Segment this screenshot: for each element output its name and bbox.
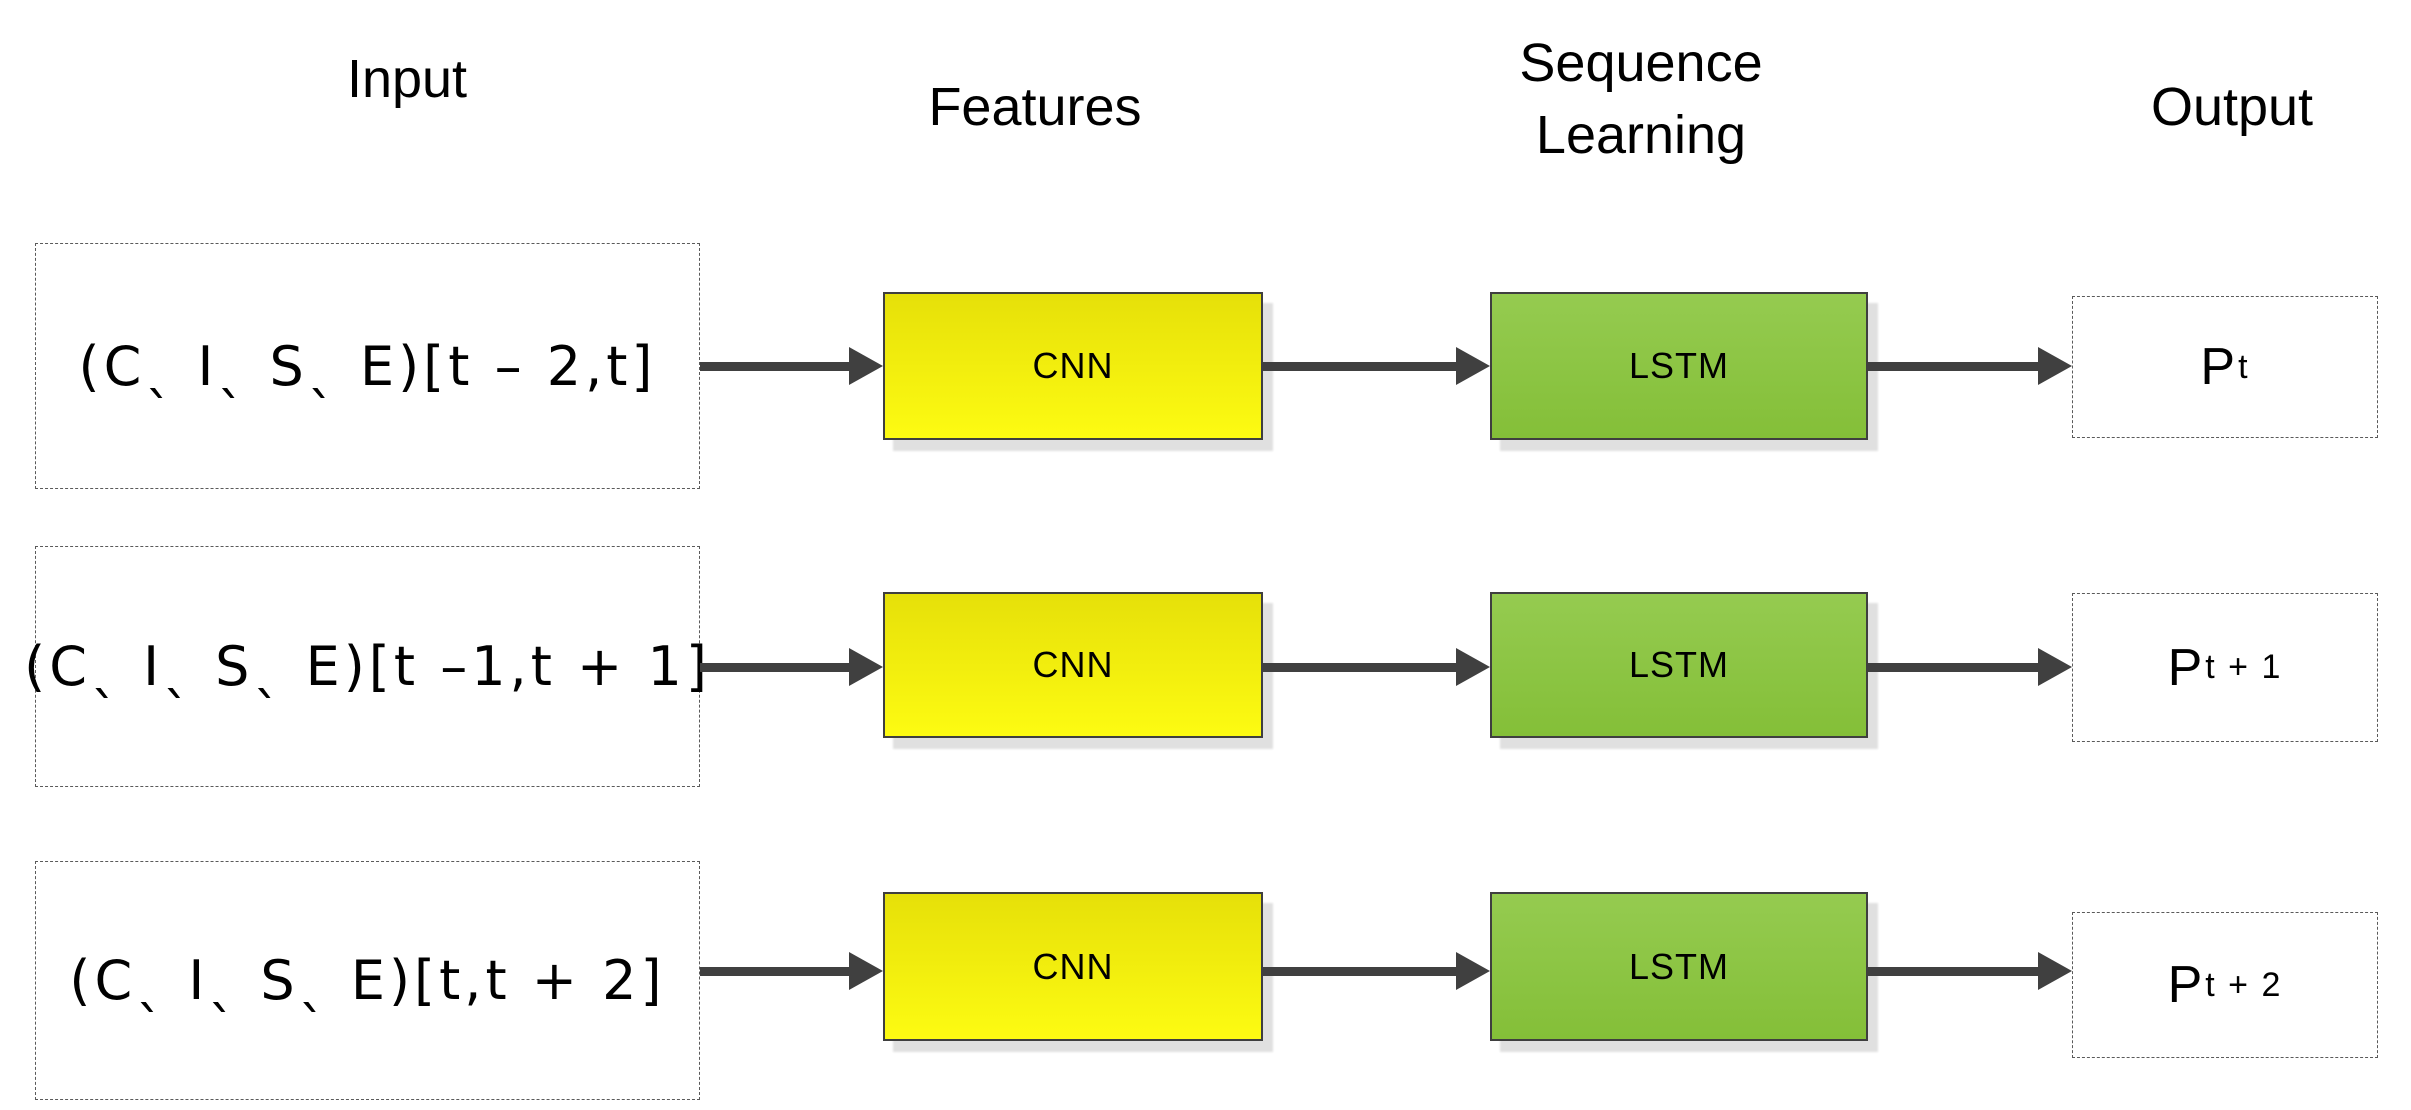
input-box: (Cˎ Iˎ Sˎ E)[t – 2,t] [35,243,700,489]
lstm-label: LSTM [1628,644,1729,685]
arrow-lstm-to-output [1868,648,2072,686]
arrow-input-to-cnn [700,347,883,385]
cnn-box: CNN [883,592,1263,738]
column-header-sequence-learning: Sequence Learning [1519,33,1763,165]
arrow-lstm-to-output [1868,952,2072,990]
input-box: (Cˎ Iˎ Sˎ E)[t –1,t + 1] [24,546,707,787]
output-symbol: P [2200,338,2236,396]
input-label: (Cˎ Iˎ Sˎ E)[t,t + 2] [69,949,666,1012]
output-symbol: P [2167,638,2203,697]
arrow-lstm-to-output [1868,347,2072,385]
column-header-input: Input [346,49,468,109]
output-box: P t + 2 [2072,912,2378,1058]
output-subscript: t + 1 [2205,648,2283,686]
output-box: P t + 1 [2072,593,2378,742]
lstm-label: LSTM [1628,345,1729,386]
lstm-box: LSTM [1490,892,1868,1041]
cnn-label: CNN [1032,345,1114,386]
column-header-features: Features [928,77,1142,137]
cnn-box: CNN [883,892,1263,1041]
output-subscript: t + 2 [2205,965,2283,1004]
arrow-cnn-to-lstm [1263,648,1490,686]
input-label: (Cˎ Iˎ Sˎ E)[t – 2,t] [78,334,657,398]
arrow-cnn-to-lstm [1263,347,1490,385]
input-box: (Cˎ Iˎ Sˎ E)[t,t + 2] [35,861,700,1100]
arrow-cnn-to-lstm [1263,952,1490,990]
input-label: (Cˎ Iˎ Sˎ E)[t –1,t + 1] [24,635,711,698]
cnn-box: CNN [883,292,1263,440]
arrow-input-to-cnn [700,648,883,686]
lstm-label: LSTM [1628,945,1729,987]
output-box: P t [2072,296,2378,438]
column-header-output: Output [2150,77,2314,137]
cnn-label: CNN [1032,644,1114,685]
lstm-box: LSTM [1490,292,1868,440]
cnn-label: CNN [1032,945,1114,987]
arrow-input-to-cnn [700,952,883,990]
output-symbol: P [2167,956,2203,1014]
lstm-box: LSTM [1490,592,1868,738]
output-subscript: t [2238,347,2250,386]
